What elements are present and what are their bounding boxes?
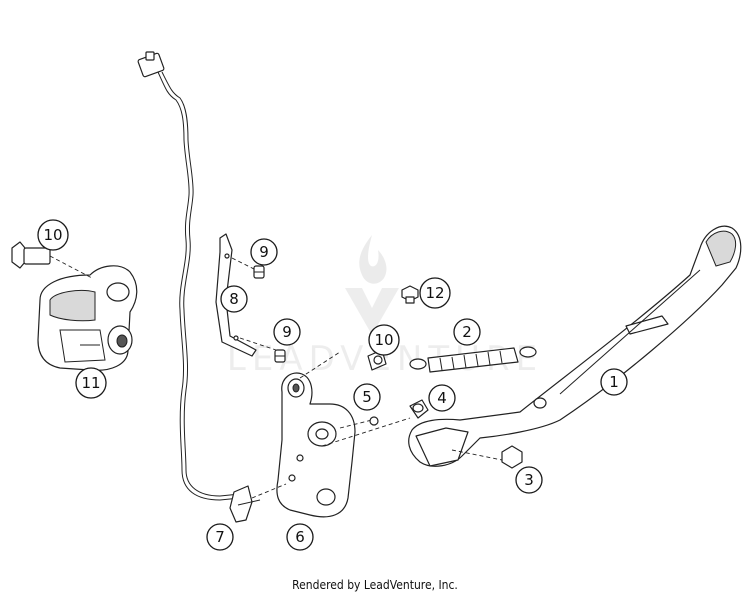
callout-4: 4 bbox=[428, 384, 456, 412]
part-6-mount-plate bbox=[276, 351, 411, 518]
part-9-screw-upper bbox=[253, 265, 265, 279]
watermark-flame-icon bbox=[359, 235, 387, 284]
part-8-bracket bbox=[215, 233, 277, 357]
callout-9-upper: 9 bbox=[250, 238, 278, 266]
part-2-spring bbox=[409, 346, 537, 373]
callout-4-label: 4 bbox=[437, 389, 447, 407]
callout-10-left: 10 bbox=[37, 219, 69, 251]
callout-7-label: 7 bbox=[215, 528, 225, 546]
callout-8-label: 8 bbox=[229, 290, 239, 308]
sensor-cable bbox=[137, 51, 241, 501]
callout-5: 5 bbox=[353, 383, 381, 411]
part-9-screw-lower bbox=[274, 349, 286, 363]
part-12-bolt bbox=[401, 285, 419, 304]
callout-9-lower: 9 bbox=[273, 318, 301, 346]
callout-10-center: 10 bbox=[368, 324, 400, 356]
callout-12: 12 bbox=[419, 277, 451, 309]
callout-3-label: 3 bbox=[524, 471, 534, 489]
callout-6: 6 bbox=[286, 523, 314, 551]
part-7-clip bbox=[229, 483, 287, 523]
part-4-bolt bbox=[409, 399, 429, 419]
callout-9-upper-label: 9 bbox=[259, 243, 269, 261]
part-5-screw bbox=[369, 416, 379, 426]
callout-8: 8 bbox=[220, 285, 248, 313]
footer-credit: Rendered by LeadVenture, Inc. bbox=[292, 578, 458, 592]
callout-7: 7 bbox=[206, 523, 234, 551]
callout-9-lower-label: 9 bbox=[282, 323, 292, 341]
part-11-housing bbox=[37, 265, 138, 371]
callout-1: 1 bbox=[600, 368, 628, 396]
callout-5-label: 5 bbox=[362, 388, 372, 406]
watermark-v-icon bbox=[345, 288, 399, 335]
callout-2: 2 bbox=[453, 318, 481, 346]
callout-6-label: 6 bbox=[295, 528, 305, 546]
callout-10-center-label: 10 bbox=[374, 331, 393, 349]
callout-11: 11 bbox=[75, 367, 107, 399]
callout-1-label: 1 bbox=[609, 373, 619, 391]
callout-2-label: 2 bbox=[462, 323, 472, 341]
callout-12-label: 12 bbox=[425, 284, 444, 302]
callout-10-left-label: 10 bbox=[43, 226, 62, 244]
part-3-bolt bbox=[451, 445, 523, 469]
callout-3: 3 bbox=[515, 466, 543, 494]
callout-11-label: 11 bbox=[81, 374, 100, 392]
part-1-side-stand bbox=[408, 225, 742, 467]
part-10-bushing-left bbox=[11, 241, 93, 279]
